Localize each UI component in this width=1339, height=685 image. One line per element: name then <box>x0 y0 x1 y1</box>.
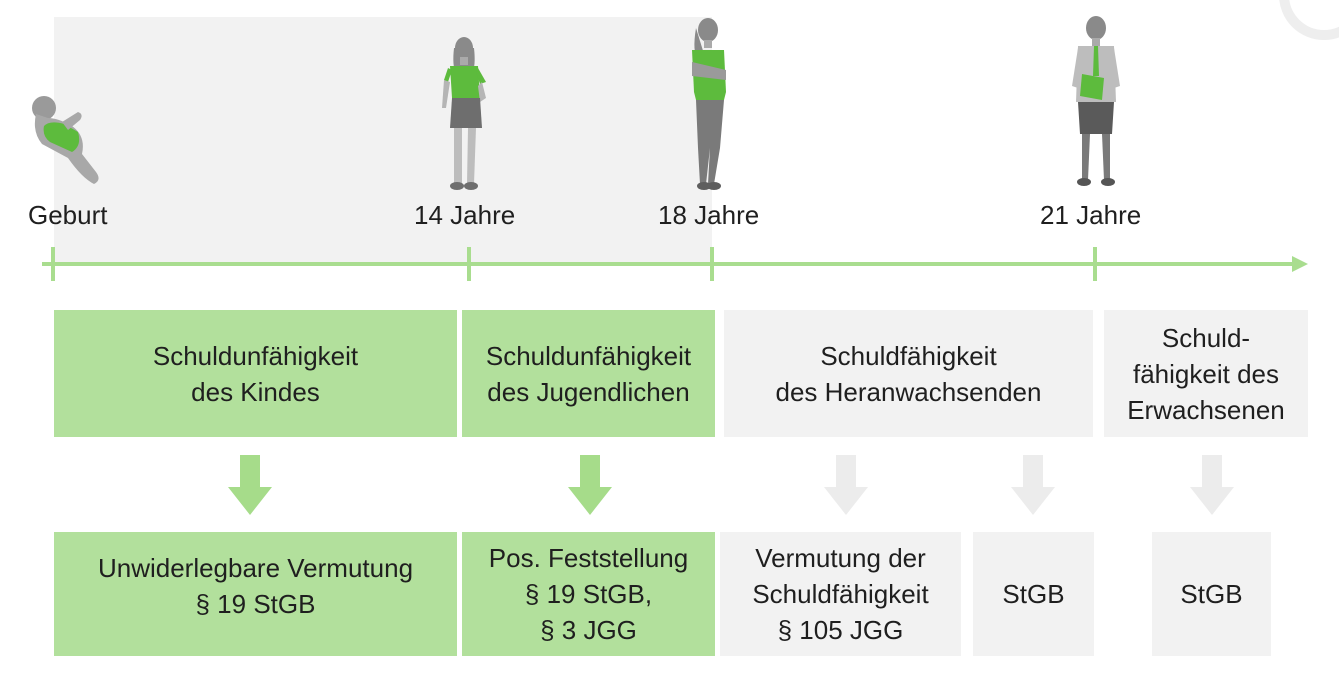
down-arrow-icon <box>568 455 612 515</box>
milestone-label-geburt: Geburt <box>28 200 108 230</box>
woman-figure-icon <box>1072 16 1120 186</box>
down-arrow-icon <box>228 455 272 515</box>
milestone-label-18: 18 Jahre <box>658 200 760 230</box>
stage-box-jugendlich: Schuldunfähigkeit des Jugendlichen <box>462 310 715 437</box>
milestone-label-14: 14 Jahre <box>414 200 516 230</box>
girl-figure-icon <box>442 37 486 190</box>
timeline-arrowhead <box>1292 256 1308 272</box>
stage-box-heranwachsend: Schuldfähigkeit des Heranwachsenden <box>724 310 1093 437</box>
down-arrow-icon <box>1011 455 1055 515</box>
childhood-background-band <box>54 17 712 262</box>
milestone-label-21: 21 Jahre <box>1040 200 1142 230</box>
outcome-box-kind: Unwiderlegbare Vermutung § 19 StGB <box>54 532 457 656</box>
outcome-box-heranwachsend: Vermutung der Schuldfähigkeit § 105 JGG <box>720 532 961 656</box>
outcome-box-stgb-erwachsen: StGB <box>1152 532 1271 656</box>
outcome-box-jugendlich: Pos. Feststellung § 19 StGB, § 3 JGG <box>462 532 715 656</box>
stage-box-kind: Schuldunfähigkeit des Kindes <box>54 310 457 437</box>
outcome-box-stgb-heranwachsend: StGB <box>973 532 1094 656</box>
down-arrow-icon <box>1190 455 1234 515</box>
teen-figure-icon <box>692 18 726 190</box>
down-arrow-icon <box>824 455 868 515</box>
baby-figure-icon <box>32 96 99 184</box>
stage-box-erwachsen: Schuld- fähigkeit des Erwachsenen <box>1104 310 1308 437</box>
